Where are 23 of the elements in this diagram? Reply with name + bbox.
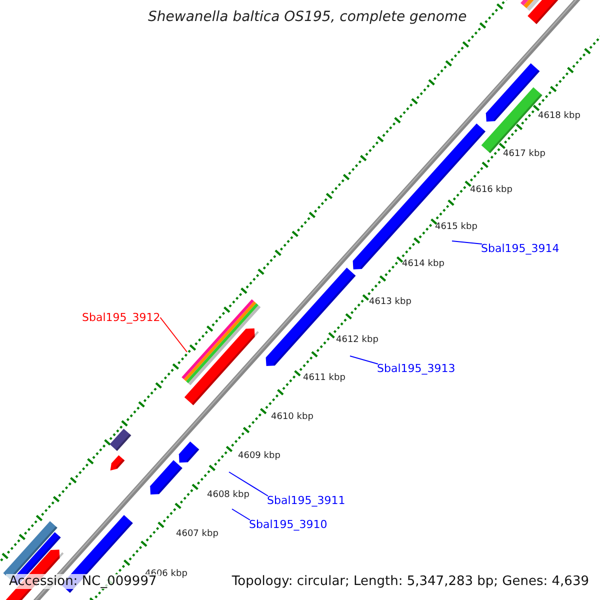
scale-label: 4615 kbp: [435, 223, 478, 232]
scale-label: 4618 kbp: [538, 112, 580, 121]
gene-label: Sbal195_3910: [249, 519, 328, 530]
scale-label: 4614 kbp: [402, 260, 444, 269]
leader-line: [350, 356, 378, 364]
gene-label: Sbal195_3914: [481, 243, 560, 254]
scale-label: 4609 kbp: [238, 452, 280, 461]
leader-line: [228, 472, 268, 496]
scale-label: 4612 kbp: [336, 336, 378, 345]
scale-label: 4610 kbp: [271, 413, 314, 422]
leader-line: [232, 508, 250, 520]
scale-label: 4607 kbp: [176, 530, 218, 539]
leader-line: [452, 240, 482, 244]
map-title: Shewanella baltica OS195, complete genome: [148, 10, 467, 24]
gene-label: Sbal195_3912: [82, 312, 160, 323]
scale-label: 4613 kbp: [369, 298, 412, 307]
leader-line: [160, 317, 188, 352]
scale-label: 4608 kbp: [207, 491, 250, 500]
scale-label: 4617 kbp: [503, 150, 546, 159]
scale-label: 4611 kbp: [303, 374, 346, 383]
gene-label: Sbal195_3913: [377, 363, 456, 374]
gene-label: Sbal195_3911: [267, 495, 346, 506]
scale-label: 4616 kbp: [470, 186, 512, 195]
